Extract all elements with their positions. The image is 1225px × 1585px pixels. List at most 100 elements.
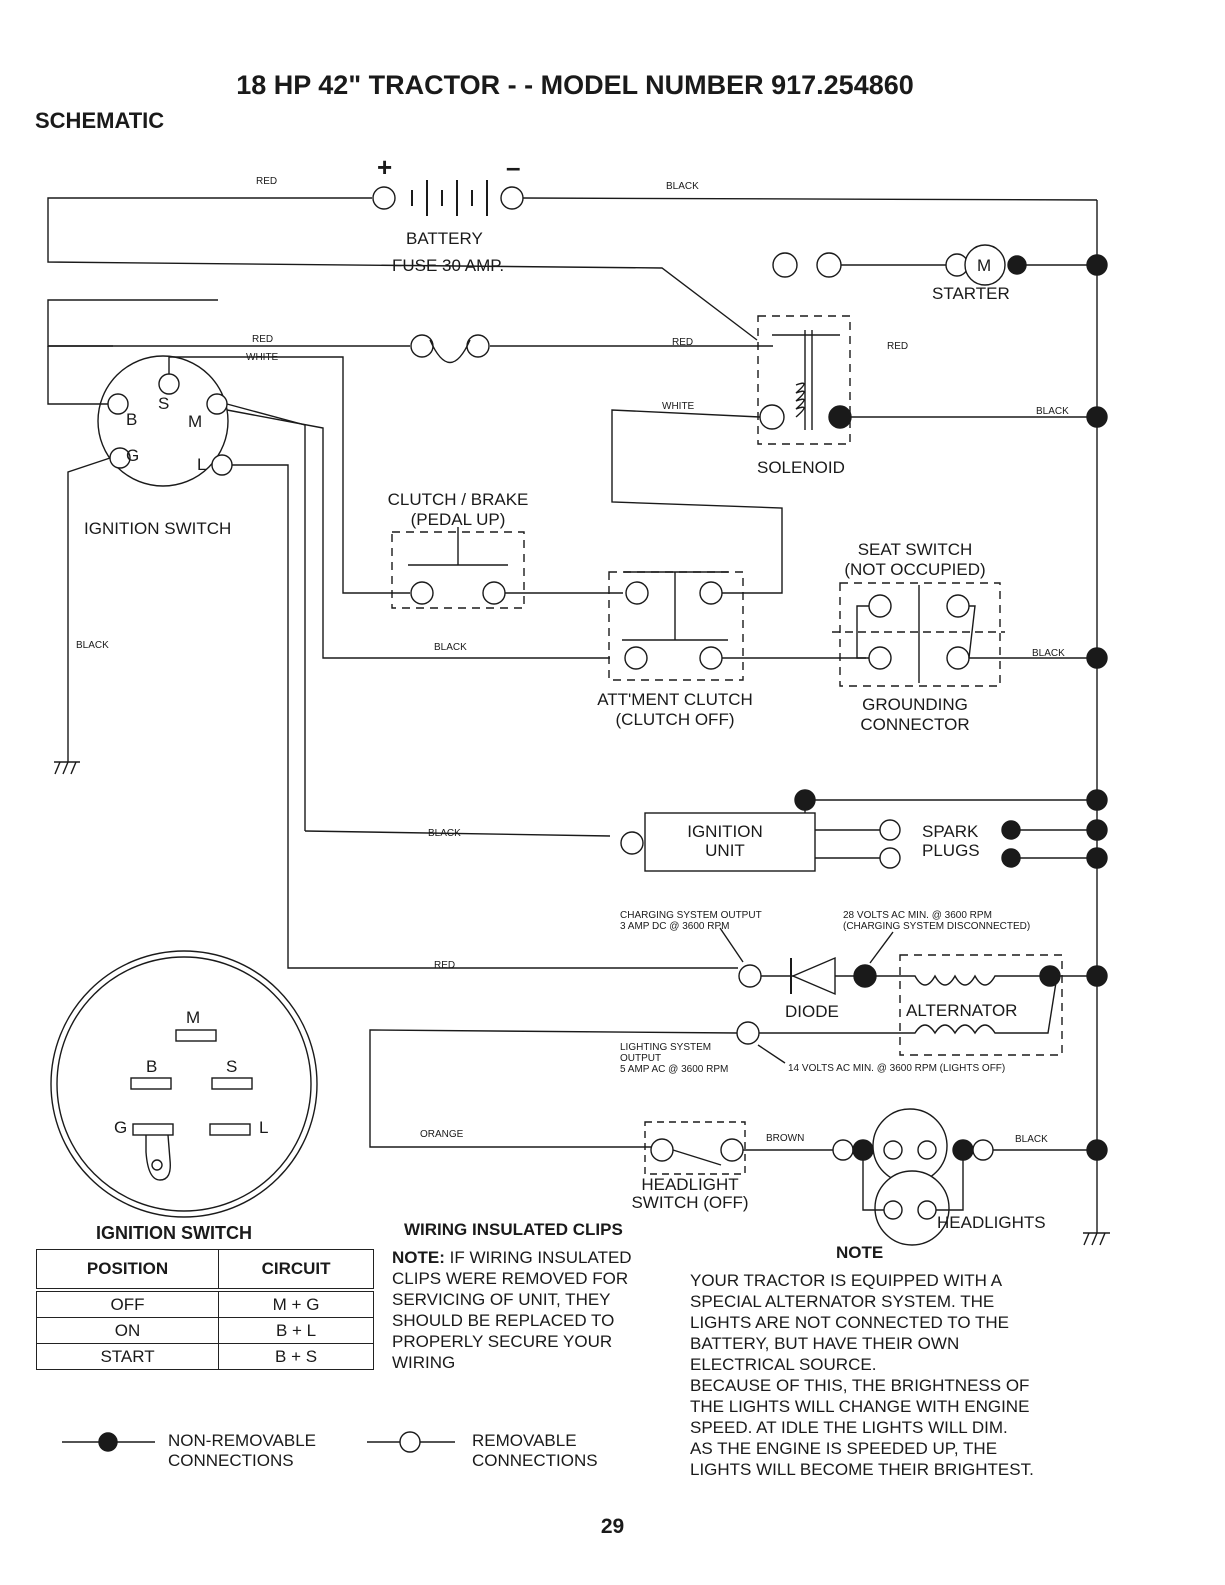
clips-note-body: NOTE: IF WIRING INSULATED CLIPS WERE REM… [392,1248,632,1372]
white-solenoid-wire [168,356,410,594]
starter-label: STARTER [932,284,1010,303]
table-cell: B + L [218,1317,374,1344]
volts14-arrow [757,1044,786,1064]
page-number: 29 [600,1515,625,1538]
table-row: ON B + L [35,1317,374,1344]
headlight-switch-left [650,1138,674,1162]
table-cell: OFF [35,1289,220,1318]
headlight-parallel-left [862,1150,884,1211]
table-row: START B + S [35,1343,374,1370]
clutch-brake-right [482,581,506,605]
ignition-unit-box [644,812,816,872]
wire-label-black-headlights: BLACK [1015,1134,1048,1145]
ground-node-starter [1086,254,1108,276]
spark-plug-2-terminal [879,847,901,869]
ignition-switch-table: POSITION CIRCUIT OFF M + G ON B + L STAR… [35,1249,374,1370]
wire-label-red-solenoid: RED [672,337,694,348]
starter-motor-label: M [977,256,992,275]
solenoid-box [757,315,851,445]
black-battery-wire [521,197,1098,201]
att-clutch-br [699,646,723,670]
fuse-label: FUSE 30 AMP. [392,256,505,275]
switch-terminal-l: L [197,455,207,474]
red-fuse-wire [47,299,218,347]
ground-node-headlight [1086,1139,1108,1161]
att-clutch-bl [624,646,648,670]
switch-terminal-b: B [126,410,138,429]
fuse-right-terminal [466,334,490,358]
diode-label: DIODE [785,1002,839,1021]
switch-terminal-g: G [126,446,140,465]
alternator-coil-top [876,974,1050,986]
clutch-brake-label: CLUTCH / BRAKE(PEDAL UP) [387,490,529,529]
volts-14-annotation: 14 VOLTS AC MIN. @ 3600 RPM (LIGHTS OFF) [788,1063,1006,1074]
table-header-position: POSITION [35,1249,220,1292]
alternator-box [899,954,1063,1056]
seat-switch-box [839,582,1001,687]
clutch-brake-box [391,531,525,609]
wire-label-red-top: RED [256,176,278,187]
white-solenoid-wire-2 [611,409,783,594]
switch-term-s [158,373,180,395]
wire-label-red-fuse: RED [252,334,274,345]
headlights-label: HEADLIGHTS [937,1213,1046,1232]
switch-term-m [206,393,228,415]
headlight-switch-blade [672,1149,722,1166]
ignition-switch-label: IGNITION SWITCH [84,519,232,538]
diagram-slot-l [209,1123,251,1136]
wire-label-red-starter: RED [887,341,909,352]
table-header-circuit: CIRCUIT [218,1249,374,1292]
wire-label-brown: BROWN [766,1133,805,1144]
switch-g-wire [67,457,111,762]
fuse-element [429,339,471,363]
seat-tr [946,594,970,618]
diagram-label-m: M [186,1008,201,1027]
battery-pos-terminal [372,186,396,210]
diode-input-terminal [738,964,762,988]
wire-label-black-ignition: BLACK [428,828,461,839]
battery-cells [411,180,488,216]
wire-label-black-seat: BLACK [1032,648,1065,659]
ignition-unit-input [620,831,644,855]
note-body: YOUR TRACTOR IS EQUIPPED WITH A SPECIAL … [690,1271,1034,1479]
seat-tl [868,594,892,618]
att-clutch-box [608,571,744,681]
switch-diagram-title: IGNITION SWITCH [96,1223,252,1243]
alternator-label: ALTERNATOR [906,1001,1018,1020]
diagram-slot-m [175,1029,217,1042]
orange-wire [369,1029,738,1148]
wire-label-red-diode: RED [434,960,456,971]
page-title: 18 HP 42" TRACTOR - - MODEL NUMBER 917.2… [236,70,914,100]
solenoid-label: SOLENOID [757,458,845,477]
wire-label-black-solenoid: BLACK [1036,406,1069,417]
table-cell: M + G [218,1289,374,1318]
switch-diagram-inner [56,956,312,1212]
solenoid-coil [795,382,805,418]
seat-link-left [856,605,869,659]
wire-label-orange: ORANGE [420,1129,464,1140]
ground-node-ignition [1086,789,1108,811]
diagram-label-s: S [226,1057,238,1076]
diagram-label-b: B [146,1057,158,1076]
ground-node-plug-1 [1086,819,1108,841]
wire-label-white-solenoid: WHITE [662,401,695,412]
switch-terminal-m: M [188,412,203,431]
ground-node-alternator [1086,965,1108,987]
headlight-switch-right [720,1138,744,1162]
headlight-2-left [883,1200,903,1220]
headlight-terminal-out [972,1139,994,1161]
table-cell: ON [35,1317,220,1344]
ground-node-plug-2 [1086,847,1108,869]
seat-bl [868,646,892,670]
ignition-unit-ground [804,799,1097,813]
table-row: OFF M + G [35,1289,374,1318]
diagram-slot-b [130,1077,172,1090]
switch-m-wire-2 [226,409,610,659]
spark-plug-1-terminal [879,819,901,841]
seat-br [946,646,970,670]
switch-diagram-outer [50,950,318,1218]
diagram-slot-g [132,1123,174,1136]
switch-b-wire [47,346,108,405]
